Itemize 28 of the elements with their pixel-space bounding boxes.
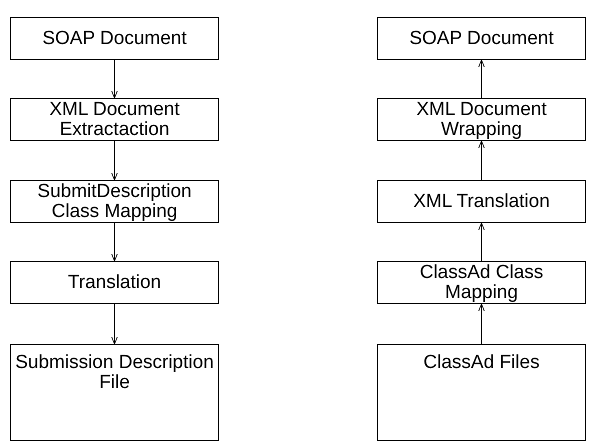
box-label: XML Translation [413,192,550,212]
arrow [478,222,485,262]
process-box [10,261,219,304]
process-box [10,344,219,441]
process-box [10,180,219,223]
arrow [111,304,118,344]
process-box [377,98,586,141]
box-label: SOAP Document [42,28,187,48]
box-label: SOAP Document [409,28,554,48]
box-label: Translation [68,272,162,292]
process-box [377,261,586,304]
box-label: XML Document Extractaction [48,100,181,140]
box-label: ClassAd Files [423,353,540,373]
process-box [10,17,219,60]
box-label: Submission Description File [15,353,214,393]
box-label: SubmitDescription Class Mapping [36,182,193,222]
box-label: ClassAd Class Mapping [418,262,544,302]
process-box [377,344,586,441]
arrow [478,60,485,98]
arrow [111,140,118,180]
arrow [478,304,485,344]
process-box [377,180,586,223]
arrow [478,140,485,180]
process-box [377,17,586,60]
box-label: XML Document Wrapping [415,100,548,140]
arrow [111,60,118,98]
arrow [111,222,118,262]
process-box [10,98,219,141]
